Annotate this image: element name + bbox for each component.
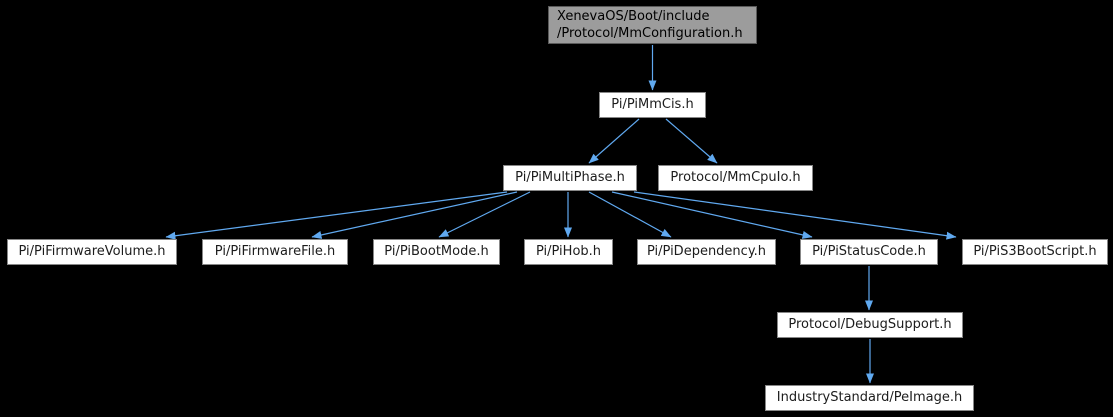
node-label-line1: XenevaOS/Boot/include — [557, 9, 710, 24]
node-pibootmode[interactable]: Pi/PiBootMode.h — [373, 239, 500, 265]
edge-pimultiphase-to-pifirmwarefile — [311, 191, 518, 239]
node-pimultiphase[interactable]: Pi/PiMultiPhase.h — [503, 165, 637, 191]
edge-pimmcis-to-pimultiphase — [588, 118, 640, 164]
node-pihob[interactable]: Pi/PiHob.h — [524, 239, 613, 265]
node-pifirmwarevolume[interactable]: Pi/PiFirmwareVolume.h — [7, 239, 177, 265]
node-pis3bootscript[interactable]: Pi/PiS3BootScript.h — [962, 239, 1108, 265]
node-label-line2: /Protocol/MmConfiguration.h — [557, 26, 743, 41]
edge-pimultiphase-to-pis3bootscript — [633, 191, 957, 240]
node-mmcpuio[interactable]: Protocol/MmCpuIo.h — [658, 165, 813, 191]
node-peimage[interactable]: IndustryStandard/PeImage.h — [765, 385, 974, 411]
node-debugsupport[interactable]: Protocol/DebugSupport.h — [777, 312, 963, 338]
edge-pimultiphase-to-pidependency — [588, 191, 672, 238]
node-pifirmwarefile[interactable]: Pi/PiFirmwareFile.h — [202, 239, 348, 265]
edge-pimmcis-to-mmcpuio — [665, 118, 718, 164]
node-mmconfiguration-root: XenevaOS/Boot/include /Protocol/MmConfig… — [548, 6, 757, 44]
node-pidependency[interactable]: Pi/PiDependency.h — [637, 239, 776, 265]
edge-pimultiphase-to-pibootmode — [438, 191, 531, 238]
edge-pimultiphase-to-pifirmwarevolume — [165, 191, 508, 240]
edge-pimultiphase-to-pistatuscode — [611, 191, 813, 239]
node-pimmcis[interactable]: Pi/PiMmCis.h — [599, 92, 706, 118]
node-pistatuscode[interactable]: Pi/PiStatusCode.h — [800, 239, 938, 265]
